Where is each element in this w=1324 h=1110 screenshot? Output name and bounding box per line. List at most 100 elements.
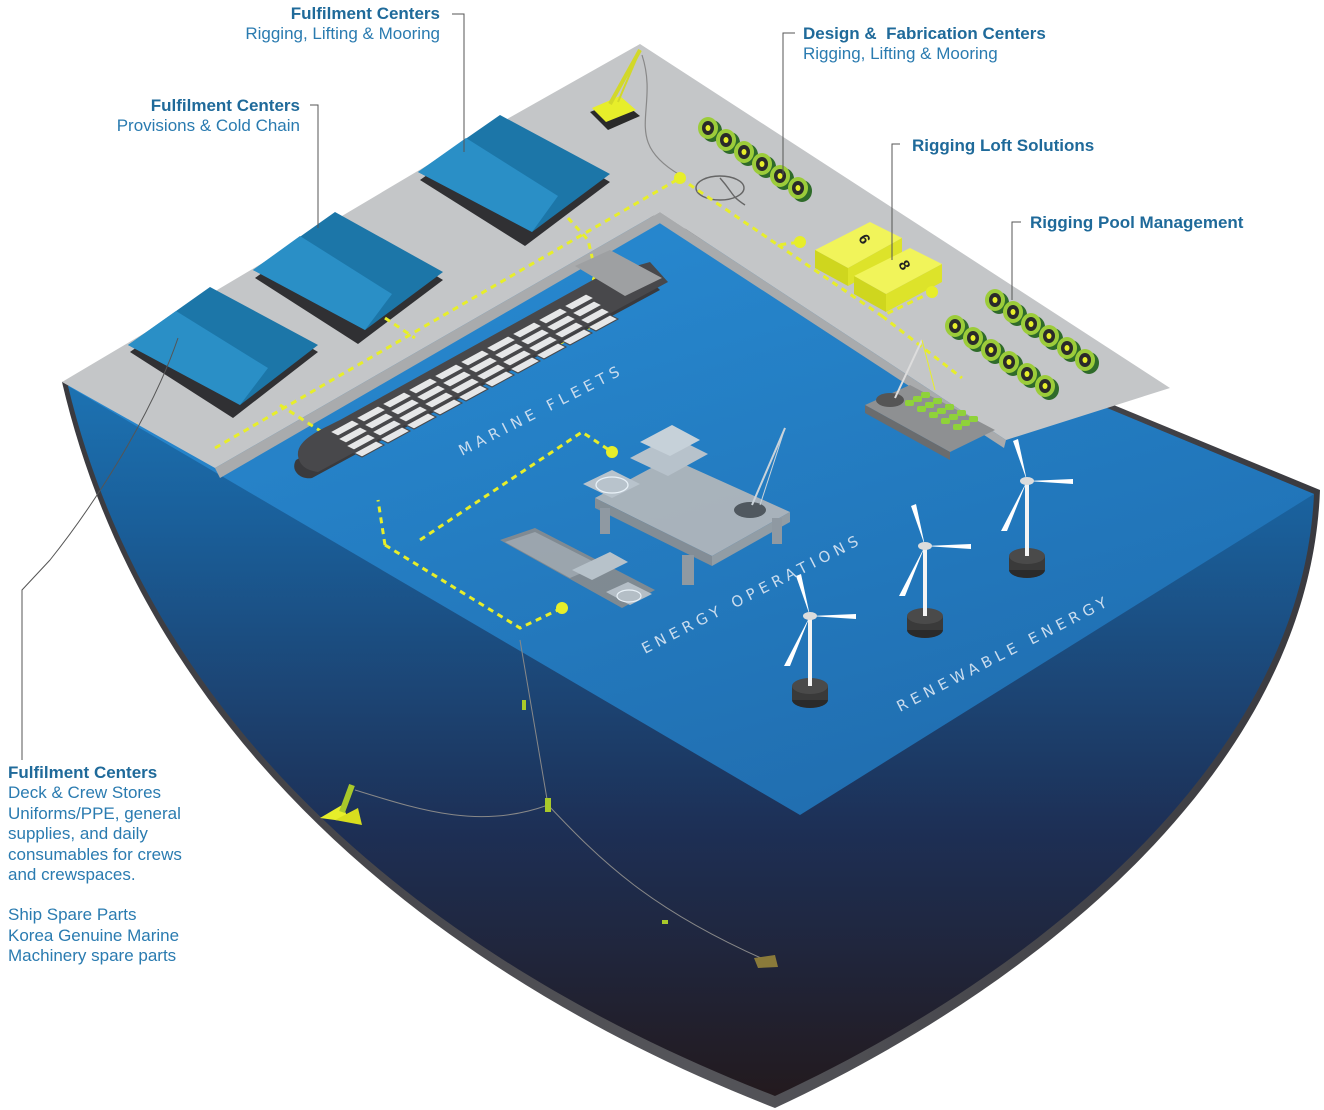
ship-container-cell (362, 412, 396, 430)
callout-subtitle: Rigging, Lifting & Mooring (245, 24, 440, 44)
container-icon: 8 (854, 248, 942, 312)
ship-container-cell (552, 321, 586, 339)
callout-title: Rigging Loft Solutions (912, 136, 1095, 155)
battery-cell (913, 396, 922, 402)
callout-line: Machinery spare parts (8, 946, 177, 966)
leader-lines (21, 13, 1021, 760)
ship-container-cell (562, 293, 596, 311)
callout-line: Ship Spare Parts (8, 905, 137, 925)
callout-line: and crewspaces. (8, 864, 136, 884)
ship-container-cell (440, 370, 474, 388)
callout-title: Fulfilment Centers (8, 763, 158, 782)
callout-title: Fulfilment Centers (150, 96, 300, 115)
ship-container-cell (508, 356, 542, 374)
callout-line: supplies, and daily (8, 824, 148, 844)
ship-container-cell (526, 335, 560, 353)
ship-container-cell (578, 307, 612, 325)
callout-line: Deck & Crew Stores (8, 783, 162, 803)
ship-container-cell (586, 314, 620, 332)
ship-container-cell (500, 349, 534, 367)
battery-cell (937, 408, 946, 414)
battery-cell (929, 412, 938, 418)
ship-container-cell (536, 307, 570, 325)
callout-title: Fulfilment Centers (290, 4, 440, 23)
callout-fulfilment-rigging: Fulfilment Centers Rigging, Lifting & Mo… (190, 4, 440, 45)
ship-container-cell (560, 328, 594, 346)
anchor-icon (320, 639, 778, 968)
ship-container-cell (484, 335, 518, 353)
cable-reel-icon (1017, 363, 1041, 388)
callout-rigging-loft: Rigging Loft Solutions (912, 136, 1172, 156)
ship-container-cell (352, 440, 386, 458)
battery-cell (941, 418, 950, 424)
ship-container-cell (544, 314, 578, 332)
ship-container-cell (414, 384, 448, 402)
battery-cell (933, 398, 942, 404)
cable-reel-icon (788, 177, 812, 202)
ship-container-cell (570, 300, 604, 318)
wind-turbine-icon (899, 504, 971, 638)
callout-fulfilment-provisions: Fulfilment Centers Provisions & Cold Cha… (50, 96, 300, 137)
cable-reel-icon (1075, 349, 1099, 374)
ship-container-cell (388, 398, 422, 416)
callout-title: Rigging Pool Management (1030, 213, 1244, 232)
ship-container-cell (432, 363, 466, 381)
callout-line: consumables for crews (8, 844, 182, 864)
ship-container-cell (492, 342, 526, 360)
crane-icon (590, 49, 746, 206)
route-node (926, 286, 938, 298)
ship-container-cell (466, 356, 500, 374)
ship-container-cell (422, 391, 456, 409)
callout-line: Uniforms/PPE, general (8, 803, 181, 823)
route-node (556, 602, 568, 614)
callout-fulfilment-deck: Fulfilment Centers Deck & Crew Stores Un… (8, 763, 248, 967)
ship-container-cell (396, 405, 430, 423)
ship-container-cell (370, 419, 404, 437)
wind-turbine-icon (1001, 439, 1073, 578)
ship-container-cell (378, 426, 412, 444)
callout-subtitle: Provisions & Cold Chain (116, 116, 300, 136)
ship-container-cell (518, 328, 552, 346)
battery-cell (917, 406, 926, 412)
battery-cell (905, 400, 914, 406)
callout-title: Design & Fabrication Centers (803, 24, 1046, 43)
route-node (674, 172, 686, 184)
cable-reel-icon (945, 289, 1099, 400)
route-node (794, 236, 806, 248)
ship-container-cell (430, 398, 464, 416)
cable-reel-icon (999, 351, 1023, 376)
ship-container-cell (458, 349, 492, 367)
ship-container-cell (404, 412, 438, 430)
ship-container-cell (534, 342, 568, 360)
battery-cell (953, 424, 962, 430)
cable-reel-icon (698, 117, 812, 202)
cable-reel-icon (1035, 375, 1059, 400)
oil-platform-icon (583, 425, 790, 585)
cable-reel-icon (981, 339, 1005, 364)
battery-cell (949, 414, 958, 420)
callout-rigging-pool: Rigging Pool Management (1030, 213, 1310, 233)
ship-container-cell (344, 433, 378, 451)
ship-container-cell (482, 370, 516, 388)
supply-vessel-icon (500, 528, 655, 608)
battery-cell (925, 402, 934, 408)
battery-cell (957, 410, 966, 416)
cable-reel-icon (963, 327, 987, 352)
crane-barge-icon (865, 339, 995, 460)
battery-cell (945, 404, 954, 410)
pier (62, 44, 1170, 468)
warehouse-icon (253, 212, 443, 344)
callout-line: Korea Genuine Marine (8, 925, 180, 945)
callout-design-fabrication: Design & Fabrication Centers Rigging, Li… (803, 24, 1123, 65)
warehouse-icon (418, 115, 610, 246)
ship-container-cell (448, 377, 482, 395)
battery-cell (969, 416, 978, 422)
wind-turbine-icon (784, 574, 856, 708)
ship-container-cell (336, 426, 370, 444)
route-node (606, 446, 618, 458)
ship-container-cell (406, 377, 440, 395)
battery-cell (961, 420, 970, 426)
ship-container-cell (456, 384, 490, 402)
ship-container-cell (328, 419, 362, 437)
